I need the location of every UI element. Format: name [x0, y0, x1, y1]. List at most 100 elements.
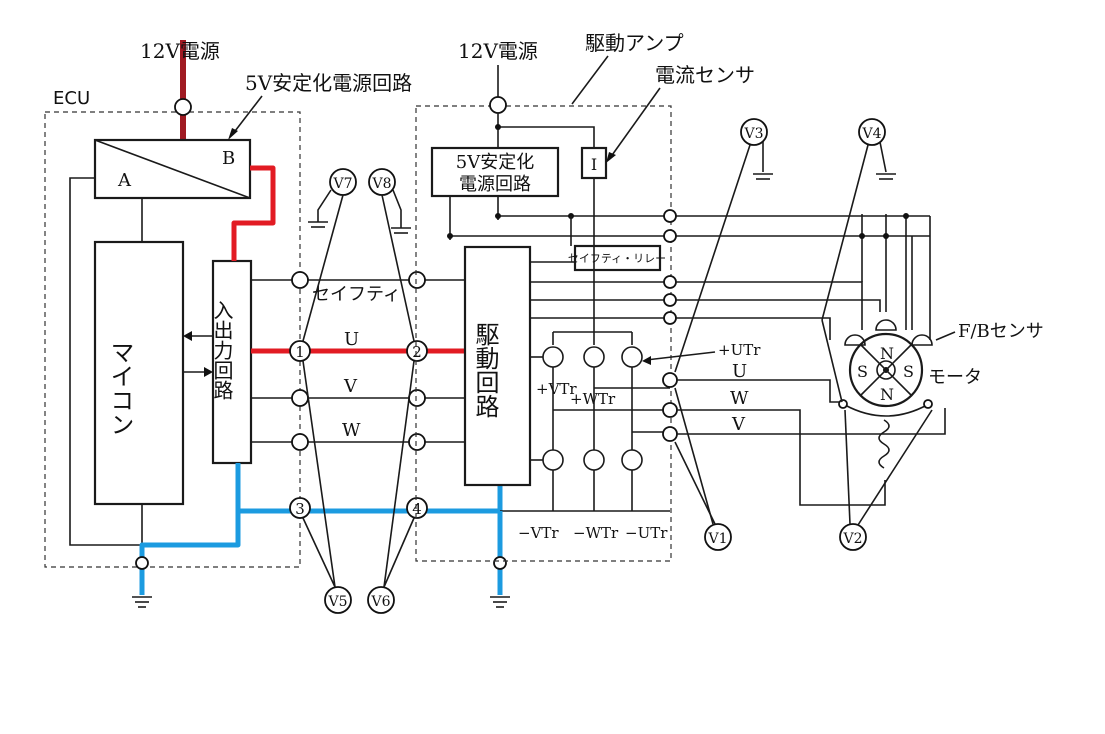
drive-amp-label: 駆動アンプ: [585, 31, 684, 55]
red-wire-b-to-io: [231, 165, 276, 261]
terminal-w-left: [291, 433, 309, 451]
pole-n-top: N: [880, 344, 894, 363]
pole-s-left: S: [857, 362, 868, 381]
tr-plus-u: +UTr: [718, 341, 761, 359]
supply-right-label: 12V電源: [458, 39, 538, 63]
ecu-boundary: [44, 111, 301, 568]
node-2-label: 2: [412, 343, 422, 361]
upper-transistors: [530, 331, 643, 368]
reg5v-amp-line2: 電源回路: [459, 174, 531, 195]
reg5v-ecu-arrowhead: [228, 128, 238, 140]
v6-label: V6: [370, 594, 390, 610]
node-2: [406, 340, 428, 362]
supply-terminal-right: [489, 96, 507, 114]
v8-label: V8: [371, 176, 391, 192]
v8-ground-lead: [392, 189, 402, 228]
arrowhead-1: [183, 331, 192, 341]
node-4-label: 4: [412, 500, 422, 518]
v7-probe: [302, 194, 344, 342]
motor-line-v: [677, 408, 946, 435]
drive-circuit-label: 駆動回路: [471, 322, 499, 418]
v4-label: V4: [861, 126, 881, 142]
regulator-diagonal: [94, 139, 251, 199]
ecu-label: ECU: [53, 88, 90, 109]
v3-label: V3: [743, 126, 763, 142]
microcontroller-box: [93, 240, 185, 506]
v2-probe-a: [844, 409, 851, 525]
blue-ground-amp: [417, 485, 503, 514]
v2-label: V2: [842, 531, 862, 547]
motor-label: モータ: [928, 367, 982, 388]
meter-v6: [367, 586, 395, 614]
reg5v-ecu-label: 5V安定化電源回路: [245, 71, 412, 95]
reg5v-amp-box: [430, 146, 560, 198]
v5-probe-3: [302, 517, 336, 588]
ground-symbol-amp: [490, 556, 510, 608]
terminal-safety-right: [408, 271, 426, 289]
ground-symbol-ecu: [132, 556, 152, 608]
reg5v-ecu-pointer: [231, 95, 263, 136]
reg5v-amp-line1: 5V安定化: [456, 152, 534, 173]
meter-v3: [740, 118, 768, 146]
safety-relay-box: [573, 244, 662, 272]
tr-plus-w: +WTr: [570, 390, 616, 408]
meter-v1: [704, 523, 732, 551]
drive-amp-boundary: [415, 105, 672, 562]
out-w-label: W: [730, 388, 749, 409]
arrowhead-2: [204, 367, 213, 377]
fb-sensor-label: F/Bセンサ: [958, 321, 1044, 342]
node-3-label: 3: [295, 500, 305, 518]
terminal-w-right: [408, 433, 426, 451]
supply-terminal-left: [174, 98, 192, 116]
supply-left-label: 12V電源: [140, 39, 220, 63]
drive-amp-pointer: [571, 55, 609, 105]
terminal-v-right: [408, 389, 426, 407]
motor: [844, 332, 928, 469]
node-3: [289, 497, 311, 519]
v4-probe: [821, 144, 869, 321]
v1-label: V1: [707, 531, 727, 547]
v6-probe-2: [383, 360, 415, 588]
terminal-v-left: [291, 389, 309, 407]
v5-probe-1: [302, 360, 336, 588]
terminal-safety-left: [291, 271, 309, 289]
amp-output-terminals: [662, 209, 678, 442]
node-1-label: 1: [295, 343, 305, 361]
current-sensor-label: 電流センサ: [655, 63, 755, 87]
v2-probe-b: [857, 409, 933, 526]
v8-probe: [381, 194, 415, 342]
tr-minus-v: −VTr: [518, 524, 559, 542]
supply-to-sensor: [498, 126, 595, 148]
micon-label: マイコン: [106, 340, 134, 436]
lower-transistors: [530, 367, 643, 511]
v1-probe-b: [674, 441, 716, 525]
phase-w-label: W: [342, 420, 361, 441]
v7-label: V7: [332, 176, 352, 192]
current-sensor-pointer: [609, 87, 661, 159]
v7-ground-lead: [317, 189, 332, 222]
drive-circuit-box: [463, 245, 532, 487]
pole-s-right: S: [903, 362, 914, 381]
safety-label: セイフティ: [312, 284, 401, 305]
block-b-label: B: [222, 148, 235, 169]
motor-line-w: [677, 409, 886, 506]
block-a-label: A: [117, 170, 132, 191]
v3-probe: [674, 144, 751, 373]
out-u-label: U: [732, 361, 747, 382]
out-v-label: V: [731, 414, 746, 435]
io-circuit-label: 入出力回路: [210, 300, 234, 400]
node-4: [406, 497, 428, 519]
phase-u-label: U: [344, 329, 359, 350]
ecu-ground-frame: [69, 177, 142, 546]
phase-v-label: V: [343, 376, 358, 397]
node-1: [289, 340, 311, 362]
v1-probe-a: [674, 387, 714, 525]
tr-minus-w: −WTr: [573, 524, 619, 542]
tr-minus-u: −UTr: [625, 524, 668, 542]
blue-ground-ecu: [139, 463, 241, 595]
fb-sensor-group: [844, 319, 933, 346]
meter-v2: [839, 523, 867, 551]
meter-v4: [858, 118, 886, 146]
